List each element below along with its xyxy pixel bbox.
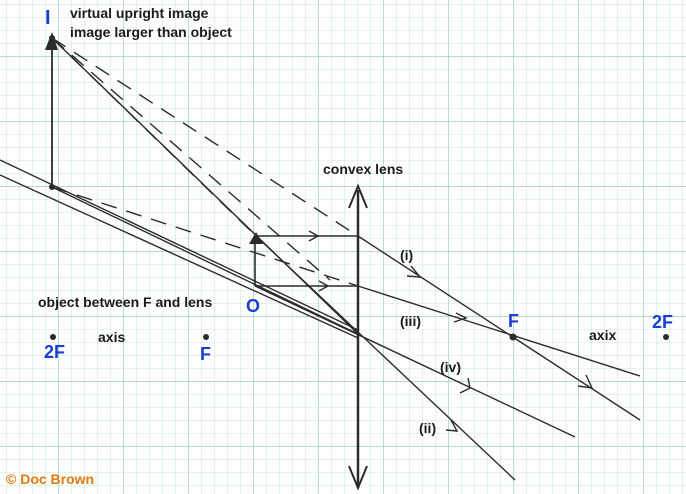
real-rays bbox=[0, 37, 641, 481]
object-letter: O bbox=[246, 296, 260, 316]
ray-ii-label: (ii) bbox=[419, 420, 436, 436]
right-f-point bbox=[509, 333, 517, 341]
convex-lens bbox=[348, 183, 368, 491]
ray-iv-label: (iv) bbox=[440, 359, 461, 375]
left-2f-point bbox=[50, 334, 56, 340]
object-arrow bbox=[249, 232, 263, 286]
left-2f-label: 2F bbox=[44, 342, 65, 362]
ray-i-label: (i) bbox=[400, 247, 413, 263]
copyright: © Doc Brown bbox=[6, 471, 94, 487]
object-desc: object between F and lens bbox=[38, 294, 212, 310]
virtual-rays bbox=[51, 37, 359, 287]
right-2f-point bbox=[663, 334, 669, 340]
ray-iii-label: (iii) bbox=[400, 313, 421, 329]
left-f-point bbox=[203, 334, 209, 340]
left-f-label: F bbox=[200, 344, 211, 364]
right-f-label: F bbox=[508, 311, 519, 331]
image-desc-line-2: image larger than object bbox=[70, 24, 232, 40]
lens-label: convex lens bbox=[323, 161, 403, 177]
left-axis-label: axis bbox=[98, 329, 125, 345]
image-letter: I bbox=[45, 7, 51, 29]
right-2f-label: 2F bbox=[652, 312, 673, 332]
right-axis-label: axix bbox=[589, 327, 616, 343]
image-desc-line-1: virtual upright image bbox=[70, 5, 209, 21]
